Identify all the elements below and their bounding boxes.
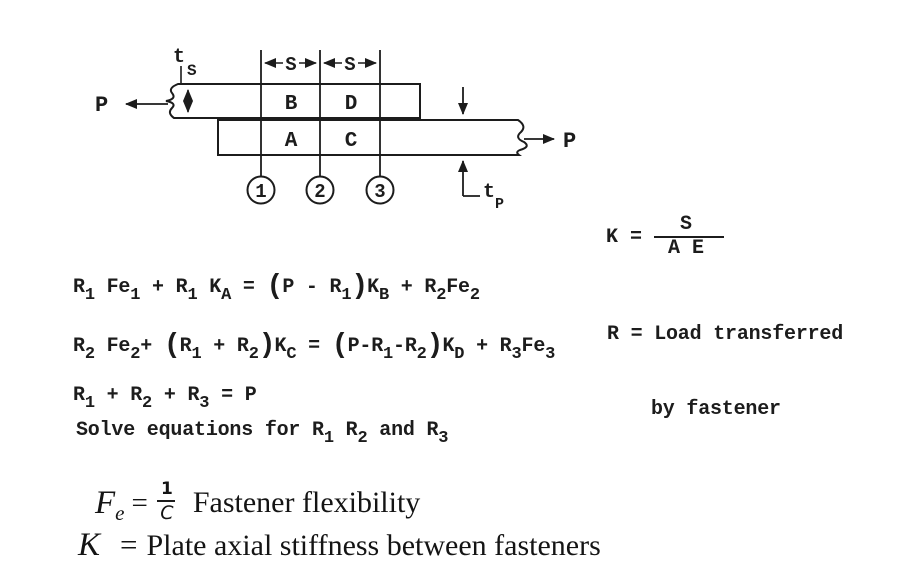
solve-instruction: Solve equations for R1 R2 and R3 [76,419,449,448]
flexibility-description: Fastener flexibility [192,486,421,519]
fastener-balloon-1 [246,175,276,205]
plate-thickness-label: t [483,181,495,204]
stiffness-description: Plate axial stiffness between fasteners [146,529,601,562]
strap-thickness-callout: t S [173,46,197,113]
region-label-b: B [285,93,298,116]
spacing-dimension-arrows: S S [264,54,377,76]
equals-sign: = [120,527,138,562]
fastener-number-1: 1 [255,181,266,203]
region-label-d: D [345,93,358,116]
stiffness-fraction: S A E [654,213,725,260]
fastener-number-3: 3 [374,181,385,203]
flexibility-fraction: 1 C [156,479,177,525]
strap-thickness-subscript: S [187,62,197,80]
lower-main-plate [217,119,528,156]
fastener-flexibility-definition: Fe = 1 C Fastener flexibility [95,472,420,534]
lap-joint-fastener-diagram: S S t S P P t P B D A [95,46,576,213]
flexibility-symbol: Fe [95,484,125,525]
equals-sign: = [131,486,148,519]
plate-thickness-callout: t P [458,87,504,213]
stiffness-formula-lhs: K = [606,225,643,249]
left-load: P [95,93,168,118]
upper-strap-plate [165,83,421,119]
left-load-label: P [95,93,108,118]
plate-stiffness-definition: K = Plate axial stiffness between fasten… [78,527,601,567]
load-transfer-definition: R = Load transferred by fastener [607,272,843,472]
strap-thickness-label: t [173,46,185,69]
equilibrium-equation-2: R2 Fe2+ (R1 + R2)KC = (P-R1-R2)KD + R3Fe… [73,330,556,364]
region-label-c: C [345,130,358,153]
plate-thickness-subscript: P [495,196,504,213]
fastener-balloon-3 [365,175,395,205]
flexibility-symbol-subscript: e [115,500,125,525]
load-definition-line-1: R = Load transferred [607,323,844,346]
flexibility-numerator: 1 [160,479,173,499]
fraction-bar [654,236,725,238]
flexibility-denominator: C [160,502,174,524]
spacing-label-1: S [285,54,296,76]
region-label-a: A [285,130,298,153]
right-load-label: P [563,129,576,154]
equilibrium-equation-1: R1 Fe1 + R1 KA = (P - R1)KB + R2Fe2 [73,271,480,305]
spacing-label-2: S [344,54,355,76]
fastener-balloon-2 [305,175,335,205]
stiffness-numerator: S [680,213,693,236]
load-sum-equation: R1 + R2 + R3 = P [73,384,257,413]
fraction-bar [156,500,175,502]
fastener-number-2: 2 [314,181,325,203]
load-definition-line-2: by fastener [651,398,781,421]
stiffness-symbol: K [78,527,101,563]
right-load: P [524,129,576,154]
fastener-balloons: 1 2 3 [246,175,395,205]
plate-stiffness-formula: K = S A E [606,213,725,260]
stiffness-denominator: A E [668,237,705,260]
